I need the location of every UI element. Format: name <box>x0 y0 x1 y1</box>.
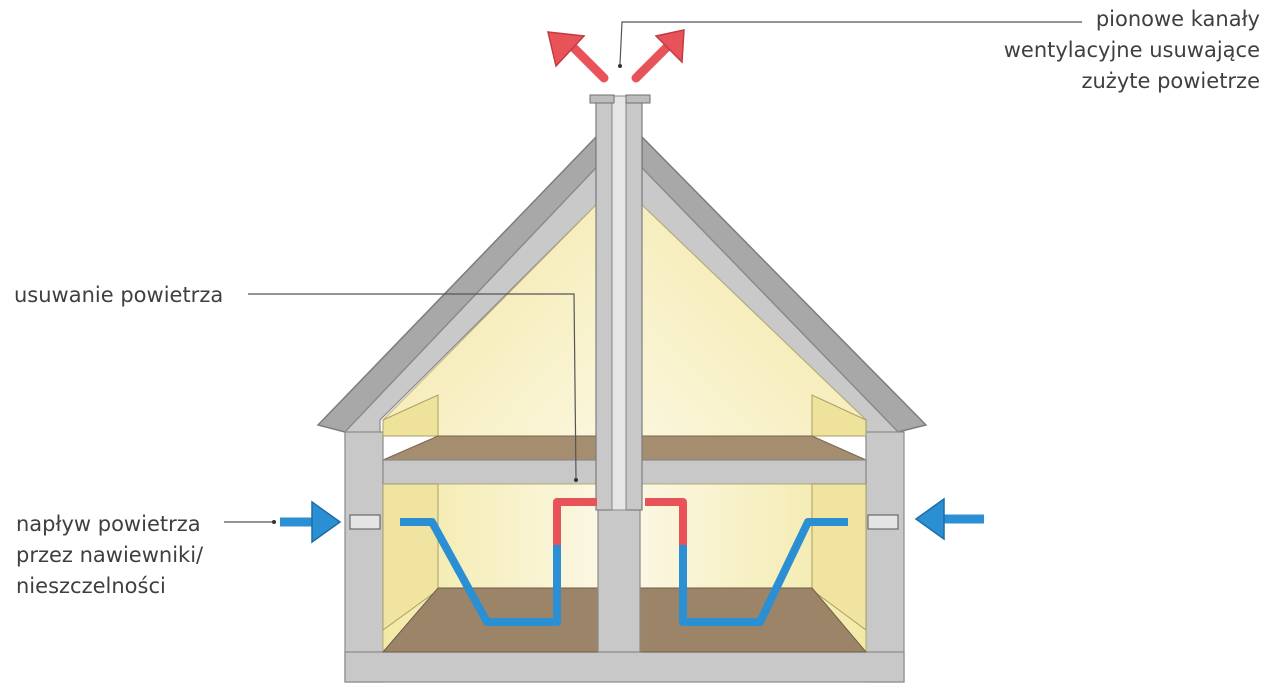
leader-dot-inflow <box>272 520 276 524</box>
leader-dot-exhaust <box>618 64 622 68</box>
exhaust-arrow-left <box>547 31 609 83</box>
leader-line-removal <box>248 293 577 479</box>
leader-dot-removal <box>574 478 578 482</box>
label-air-inflow: napływ powietrza przez nawiewniki/ niesz… <box>16 509 203 602</box>
label-air-inflow-line1: napływ powietrza <box>16 512 201 536</box>
wall-left <box>344 431 384 683</box>
label-exhaust-ducts-line1: pionowe kanały <box>1095 7 1260 31</box>
label-air-removal: usuwanie powietrza <box>14 280 223 311</box>
attic-room-right <box>641 203 867 437</box>
label-exhaust-ducts-line2: wentylacyjne usuwające <box>1003 38 1260 62</box>
label-exhaust-ducts-line3: zużyte powietrze <box>1081 69 1260 93</box>
duct-cap-left <box>589 94 615 104</box>
chimney-block <box>597 505 641 653</box>
airflow-path-left-blue <box>400 518 561 626</box>
airflow-path-left-red <box>553 498 597 545</box>
attic-room-left <box>382 203 597 437</box>
duct-right <box>625 95 643 511</box>
inflow-arrow-right <box>914 497 984 541</box>
label-air-removal-text: usuwanie powietrza <box>14 283 224 307</box>
exhaust-arrow-right <box>631 29 685 83</box>
slab-left <box>382 459 599 485</box>
label-air-inflow-line2: przez nawiewniki/ <box>16 543 204 567</box>
vent-left <box>349 514 381 530</box>
duct-gap <box>611 95 627 511</box>
wall-right <box>865 431 905 683</box>
duct-cap-right <box>625 94 651 104</box>
vent-right <box>867 514 899 530</box>
attic-floor-left <box>382 435 597 461</box>
airflow-path-right-blue <box>679 518 848 626</box>
airflow-path-right-red <box>645 498 687 545</box>
attic-floor-right <box>641 435 867 461</box>
inflow-arrow-left <box>280 500 342 544</box>
label-exhaust-ducts: pionowe kanały wentylacyjne usuwające zu… <box>1004 4 1260 97</box>
slab-right <box>639 459 867 485</box>
leader-line-exhaust <box>619 21 1082 65</box>
duct-left <box>595 95 613 511</box>
foundation <box>344 651 905 683</box>
label-air-inflow-line3: nieszczelności <box>16 574 166 598</box>
